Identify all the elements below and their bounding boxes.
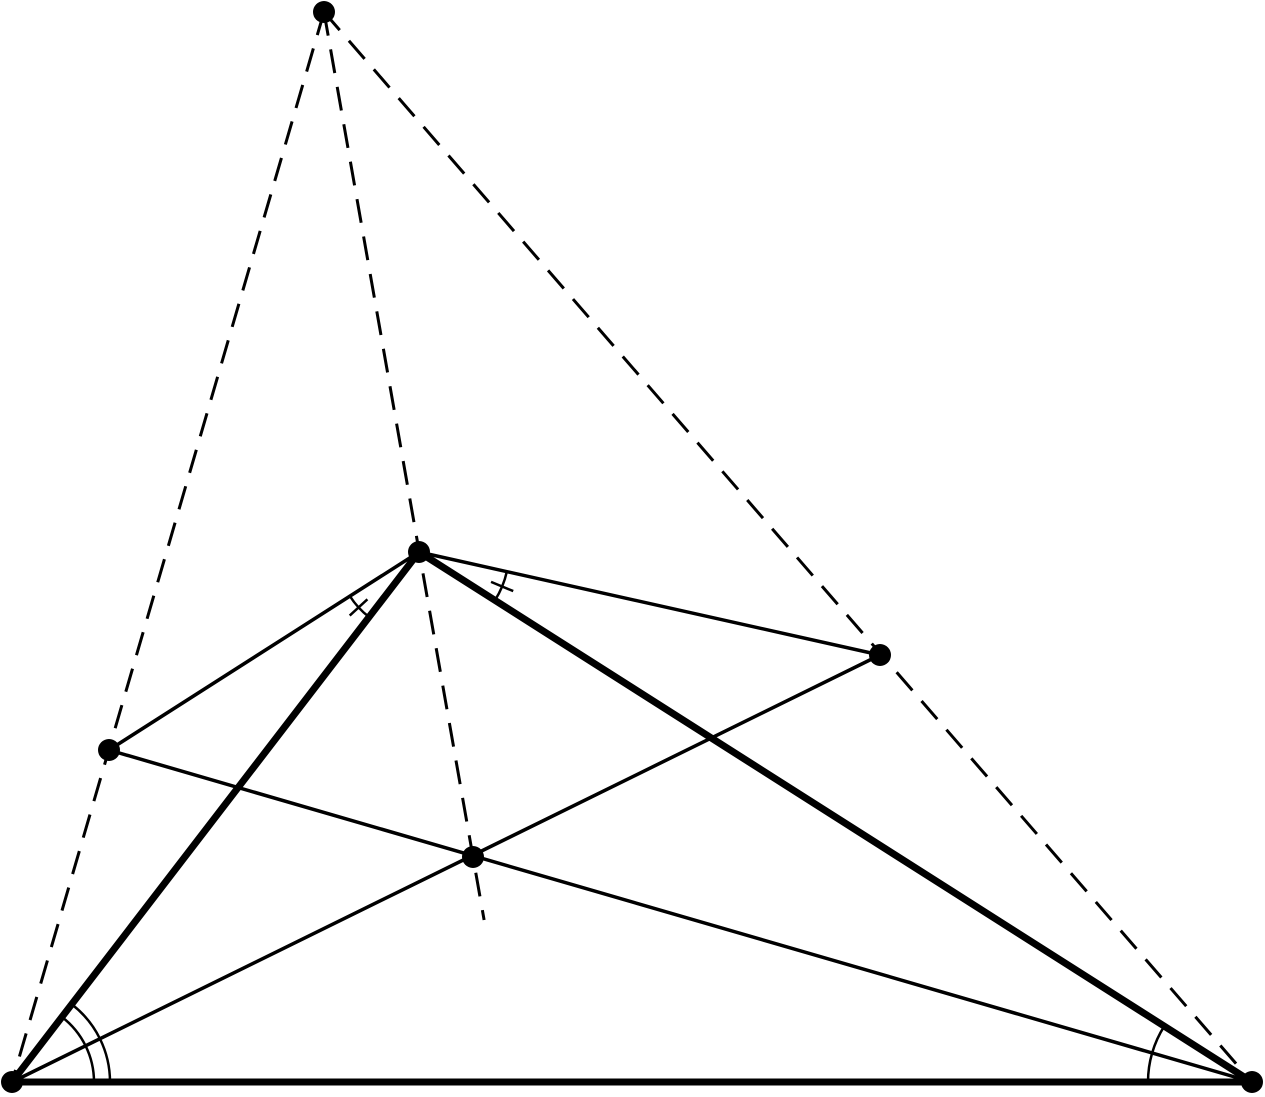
- dashed-line-apex-B: [322, 11, 1254, 1083]
- point-B: [1241, 1071, 1263, 1093]
- angle-arc-A-lower-1: [84, 1045, 96, 1083]
- dashed-lines: [10, 11, 1254, 1083]
- point-A: [1, 1071, 23, 1093]
- thin-line-left-foot-B: [107, 748, 1254, 1084]
- point-intersection: [462, 846, 484, 868]
- point-right-foot: [869, 644, 891, 666]
- angle-arc-B-lower: [1146, 1052, 1154, 1083]
- angle-arc-A-upper-2: [70, 1003, 102, 1040]
- angle-mark-C-right-tick: [490, 580, 514, 593]
- dashed-line-apex-A: [10, 11, 326, 1083]
- thin-lines: [10, 550, 1254, 1084]
- point-apex: [313, 1, 335, 23]
- thick-triangle-sides: [8, 548, 1256, 1086]
- thick-side-C-B: [415, 548, 1256, 1086]
- angle-arc-A-lower-2: [98, 1038, 112, 1083]
- angle-arc-B-upper: [1150, 1025, 1166, 1054]
- dashed-line-apex-C: [322, 11, 486, 921]
- thick-side-A-C: [8, 548, 423, 1086]
- angle-arc-A-upper-1: [61, 1015, 87, 1047]
- point-C: [408, 541, 430, 563]
- angle-marks: [61, 571, 1166, 1083]
- thin-line-C-left-foot: [107, 550, 421, 752]
- thin-line-A-right-foot: [10, 653, 882, 1084]
- point-left-foot: [98, 739, 120, 761]
- thin-line-C-right-foot: [417, 550, 882, 657]
- angle-mark-C-left-tick: [348, 598, 369, 617]
